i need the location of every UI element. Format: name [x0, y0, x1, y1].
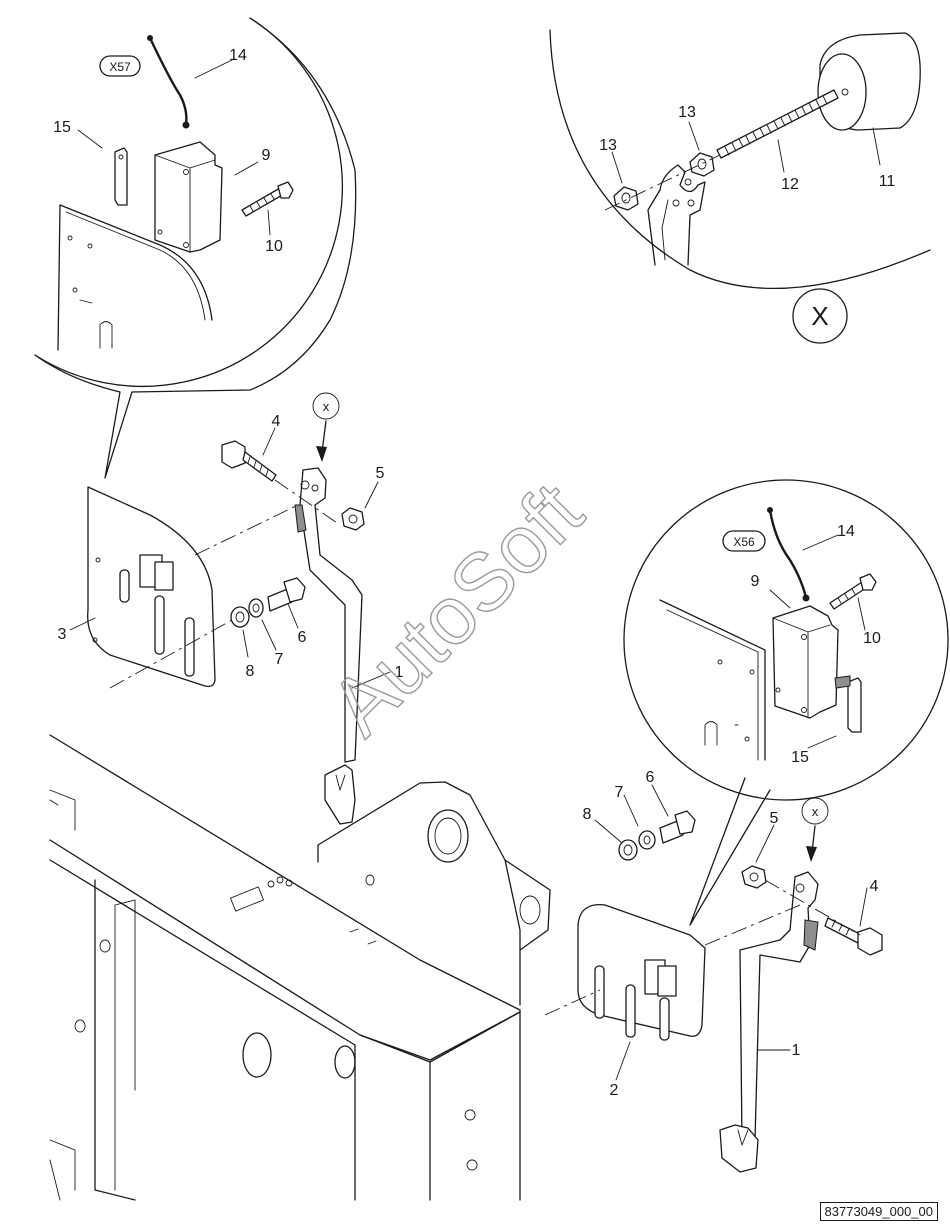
label-8-left: 8 — [246, 663, 255, 680]
bolt-left-4 — [221, 440, 277, 482]
centerlines-left — [109, 479, 341, 689]
label-8-right: 8 — [583, 806, 592, 823]
label-5-left: 5 — [376, 465, 385, 482]
detail-view-right-switch — [623, 479, 949, 926]
part-labels: 14 15 9 10 13 13 12 11 4 5 3 6 7 8 1 14 … — [53, 47, 895, 1099]
label-9-right: 9 — [751, 573, 760, 590]
view-marker-x-large: X — [792, 288, 848, 344]
label-15-right: 15 — [791, 749, 809, 766]
nut-left-5 — [341, 507, 365, 531]
label-13-upper: 13 — [678, 104, 696, 121]
detail-view-left-switch — [34, 17, 357, 479]
label-2: 2 — [610, 1082, 619, 1099]
label-6-right: 6 — [646, 769, 655, 786]
label-11: 11 — [879, 173, 896, 190]
label-3: 3 — [58, 626, 67, 643]
label-1-right: 1 — [792, 1042, 801, 1059]
view-marker-x-right-text: x — [812, 804, 819, 819]
detail-view-x-spring-damper — [549, 29, 931, 290]
pedal-lever-right — [719, 871, 819, 1173]
label-1-left: 1 — [395, 664, 404, 681]
mounting-plate-right — [577, 904, 706, 1041]
label-15-left: 15 — [53, 119, 71, 136]
label-6-left: 6 — [298, 629, 307, 646]
connector-tag-x56: X56 — [722, 530, 766, 552]
pedal-lever-left — [294, 467, 363, 825]
label-13-lower: 13 — [599, 137, 617, 154]
label-4-left: 4 — [272, 413, 281, 430]
bolt-right-4 — [824, 917, 883, 956]
label-10-right: 10 — [863, 630, 881, 647]
label-4-right: 4 — [870, 878, 879, 895]
connector-tag-x57: X57 — [99, 55, 141, 77]
label-12: 12 — [781, 176, 799, 193]
connector-x56-label: X56 — [733, 535, 755, 549]
fasteners-left-6-7-8 — [230, 577, 306, 628]
document-id: 83773049_000_00 — [819, 1202, 938, 1221]
chassis-frame — [49, 734, 551, 1201]
mounting-plate-left — [87, 486, 216, 688]
view-marker-x-left: x — [312, 392, 340, 462]
label-7-right: 7 — [615, 784, 624, 801]
label-14-right: 14 — [837, 523, 855, 540]
centerlines-right — [544, 879, 861, 1016]
label-7-left: 7 — [275, 651, 284, 668]
nut-right-5 — [741, 865, 767, 889]
label-14-left: 14 — [229, 47, 247, 64]
view-marker-x-left-text: x — [323, 399, 330, 414]
leader-lines — [69, 59, 881, 1081]
label-10-left: 10 — [265, 238, 283, 255]
view-marker-x-text: X — [811, 301, 828, 331]
fasteners-right-6-7-8 — [618, 810, 696, 861]
view-marker-x-right: x — [801, 797, 829, 862]
label-5-right: 5 — [770, 810, 779, 827]
connector-x57-label: X57 — [109, 60, 131, 74]
label-9-left: 9 — [262, 147, 271, 164]
